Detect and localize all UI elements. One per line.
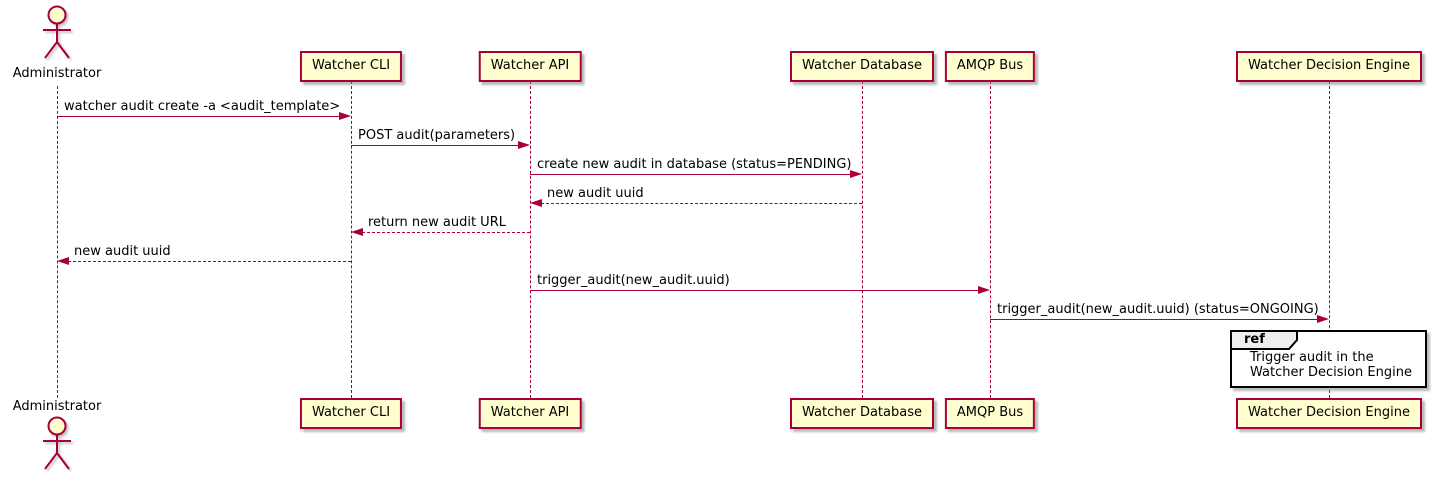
message-7-label: trigger_audit(new_audit.uuid) <box>537 273 730 288</box>
message-6-line <box>68 261 351 262</box>
ref-header-pentagon <box>1230 330 1300 354</box>
message-4-line <box>541 203 862 204</box>
lifeline-watcher-decision-engine <box>1329 81 1330 398</box>
ref-text-line: Trigger audit in the <box>1250 350 1374 365</box>
message-4-label: new audit uuid <box>547 186 644 201</box>
actor-figure-bottom-administrator <box>37 415 77 477</box>
message-1-arrowhead <box>339 112 351 120</box>
actor-figure-top-administrator <box>37 4 77 66</box>
message-2-label: POST audit(parameters) <box>358 128 516 143</box>
message-3-arrowhead <box>850 170 862 178</box>
participant-box-top-watcher-decision-engine: Watcher Decision Engine <box>1236 51 1422 82</box>
participant-box-top-watcher-api: Watcher API <box>478 51 582 82</box>
ref-keyword: ref <box>1244 332 1265 347</box>
participant-box-bottom-amqp-bus: AMQP Bus <box>944 398 1036 429</box>
actor-icon <box>43 5 71 59</box>
message-1-line <box>57 116 340 117</box>
participant-box-bottom-watcher-api: Watcher API <box>478 398 582 429</box>
message-5-arrowhead <box>351 228 363 236</box>
lifeline-administrator <box>57 86 58 398</box>
message-3-label: create new audit in database (status=PEN… <box>537 157 852 172</box>
message-6-arrowhead <box>57 257 69 265</box>
participant-box-bottom-watcher-cli: Watcher CLI <box>299 398 403 429</box>
message-5-label: return new audit URL <box>368 215 506 230</box>
lifeline-watcher-api <box>530 81 531 398</box>
lifeline-watcher-cli <box>351 81 352 398</box>
message-7-line <box>530 290 979 291</box>
participant-box-top-amqp-bus: AMQP Bus <box>944 51 1036 82</box>
actor-label-top-administrator: Administrator <box>12 66 102 81</box>
actor-icon <box>43 416 71 470</box>
message-1-label: watcher audit create -a <audit_template> <box>64 99 341 114</box>
participant-box-top-watcher-database: Watcher Database <box>790 51 934 82</box>
message-4-arrowhead <box>530 199 542 207</box>
participant-box-bottom-watcher-decision-engine: Watcher Decision Engine <box>1236 398 1422 429</box>
message-6-label: new audit uuid <box>74 244 171 259</box>
message-5-line <box>362 232 530 233</box>
message-8-label: trigger_audit(new_audit.uuid) (status=ON… <box>997 302 1319 317</box>
lifeline-watcher-database <box>862 81 863 398</box>
participant-box-top-watcher-cli: Watcher CLI <box>299 51 403 82</box>
lifeline-amqp-bus <box>990 81 991 398</box>
message-8-line <box>990 319 1318 320</box>
ref-text-line: Watcher Decision Engine <box>1250 365 1412 380</box>
message-2-arrowhead <box>518 141 530 149</box>
message-2-line <box>351 145 519 146</box>
message-7-arrowhead <box>978 286 990 294</box>
actor-label-bottom-administrator: Administrator <box>12 399 102 414</box>
message-3-line <box>530 174 851 175</box>
participant-box-bottom-watcher-database: Watcher Database <box>790 398 934 429</box>
message-8-arrowhead <box>1317 315 1329 323</box>
